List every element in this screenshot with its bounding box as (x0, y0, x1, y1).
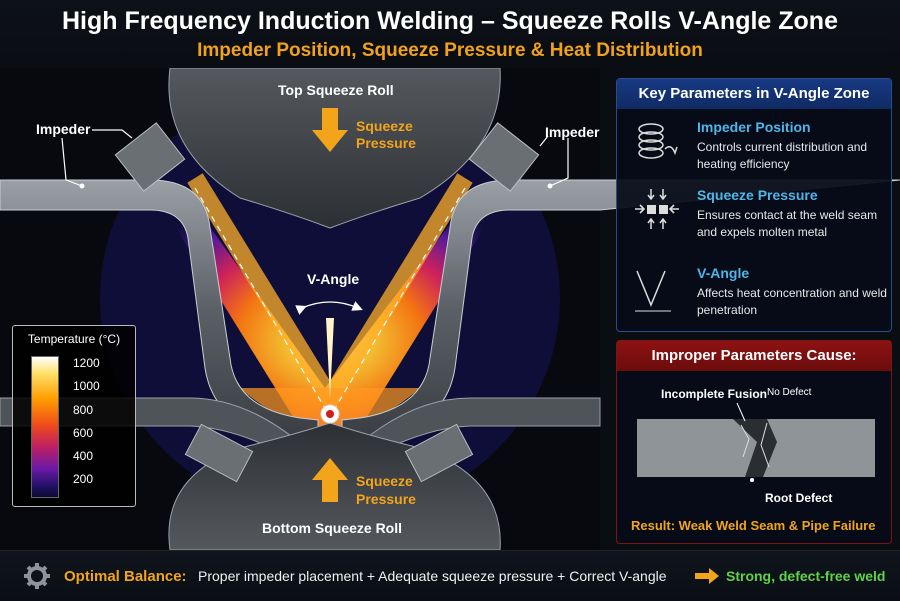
weld-cross-section (637, 402, 875, 482)
right-arrow-icon (695, 568, 719, 584)
gear-icon (24, 563, 50, 589)
v-angle-icon (635, 270, 671, 312)
legend-color-bar (31, 356, 59, 498)
coil-icon (638, 123, 678, 159)
key-parameters-panel: Key Parameters in V-Angle Zone Impeder P… (616, 78, 892, 332)
defect-panel: Improper Parameters Cause: Incomplete Fu… (616, 340, 892, 544)
footer-result: Strong, defect-free weld (726, 568, 886, 584)
footer-label: Optimal Balance: (64, 568, 187, 585)
footer-text: Proper impeder placement + Adequate sque… (198, 568, 667, 584)
legend-tick: 200 (73, 472, 94, 486)
squeeze-top-label-1: Squeeze (356, 118, 413, 134)
param-desc: Ensures contact at the weld seam and exp… (697, 208, 878, 239)
v-line-left (194, 187, 327, 411)
squeeze-bottom-label-1: Squeeze (356, 473, 413, 489)
left-impeder (114, 122, 186, 192)
legend-tick: 1200 (73, 356, 100, 370)
top-roll-label: Top Squeeze Roll (278, 82, 394, 98)
param-desc: Affects heat concentration and weld pene… (697, 286, 887, 317)
legend-tick: 600 (73, 426, 94, 440)
no-defect-label: No Defect (767, 387, 812, 398)
v-angle-label: V-Angle (307, 271, 360, 287)
pressure-arrows-icon (635, 189, 679, 229)
right-impeder (468, 122, 540, 192)
top-squeeze-roll (168, 68, 501, 229)
defect-result: Result: Weak Weld Seam & Pipe Failure (631, 518, 876, 533)
page-title: High Frequency Induction Welding – Squee… (61, 7, 838, 35)
v-angle-arc (295, 301, 363, 315)
bottom-roll-label: Bottom Squeeze Roll (262, 520, 403, 536)
defect-panel-title: Improper Parameters Cause: (617, 341, 891, 371)
param-title: Impeder Position (697, 119, 811, 135)
welding-diagram (0, 68, 900, 550)
legend-tick: 1000 (73, 379, 100, 393)
right-strip-edge (341, 179, 900, 441)
legend-tick: 400 (73, 449, 94, 463)
top-pressure-arrow (312, 108, 348, 152)
legend-tick: 800 (73, 403, 94, 417)
key-panel-title: Key Parameters in V-Angle Zone (617, 79, 891, 109)
legend-title: Temperature (°C) (27, 332, 121, 346)
v-line-right (333, 187, 466, 411)
header: High Frequency Induction Welding – Squee… (0, 0, 900, 68)
param-title: Squeeze Pressure (697, 187, 818, 203)
squeeze-bottom-label-2: Pressure (356, 491, 416, 507)
bottom-pressure-arrow (312, 458, 348, 502)
impeder-right-label: Impeder (545, 124, 600, 140)
param-title: V-Angle (697, 265, 750, 281)
squeeze-top-label-2: Pressure (356, 135, 416, 151)
temperature-legend: Temperature (°C) 1200 1000 800 600 400 2… (12, 325, 136, 507)
param-desc: Controls current distribution and heatin… (697, 140, 868, 171)
impeder-left-label: Impeder (36, 121, 91, 137)
page-subtitle: Impeder Position, Squeeze Pressure & Hea… (197, 40, 703, 61)
incomplete-fusion-label: Incomplete Fusion (661, 387, 768, 401)
footer: Optimal Balance: Proper impeder placemen… (0, 550, 900, 601)
root-defect-label: Root Defect (765, 491, 833, 505)
